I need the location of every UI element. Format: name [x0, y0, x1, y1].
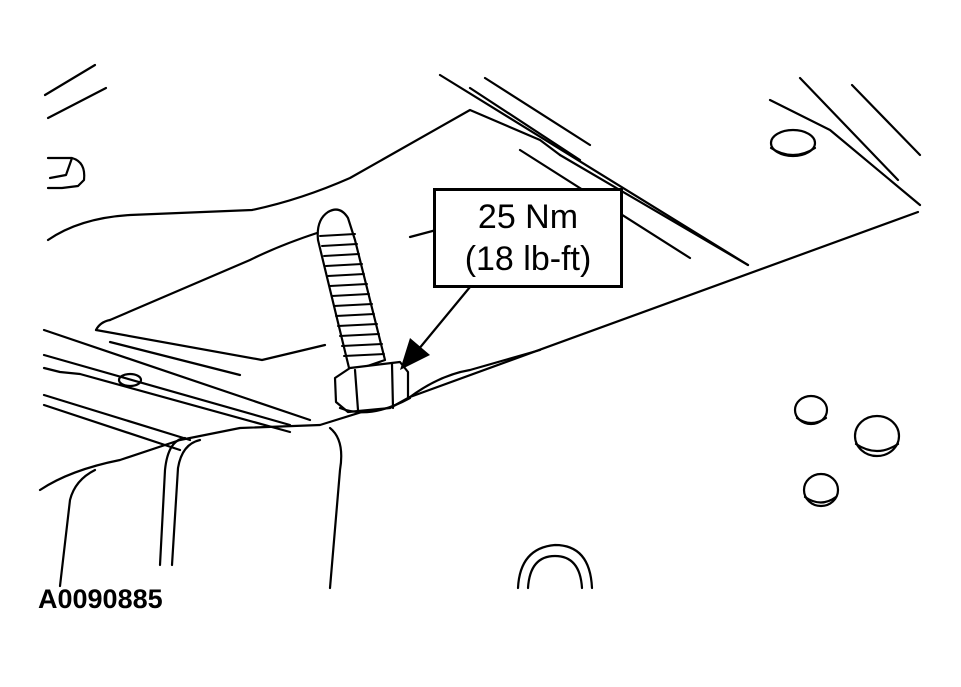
leader-arrowhead — [400, 338, 430, 370]
threaded-stud — [316, 208, 387, 374]
torque-metric: 25 Nm — [477, 198, 579, 236]
frame-contour-upper — [46, 108, 750, 377]
callout-leader — [416, 285, 472, 352]
hook-bracket — [46, 156, 86, 190]
background-panel-lines — [43, 63, 922, 267]
hex-nut — [333, 360, 412, 414]
body-plugs — [516, 394, 901, 590]
torque-imperial: (18 lb-ft) — [464, 240, 592, 278]
small-bolt-top — [769, 128, 817, 158]
figure-id: A0090885 — [38, 584, 163, 614]
main-body-panel — [38, 210, 920, 590]
torque-callout: 25 Nm (18 lb-ft) — [433, 188, 623, 288]
frame-rail-lower — [42, 328, 312, 452]
